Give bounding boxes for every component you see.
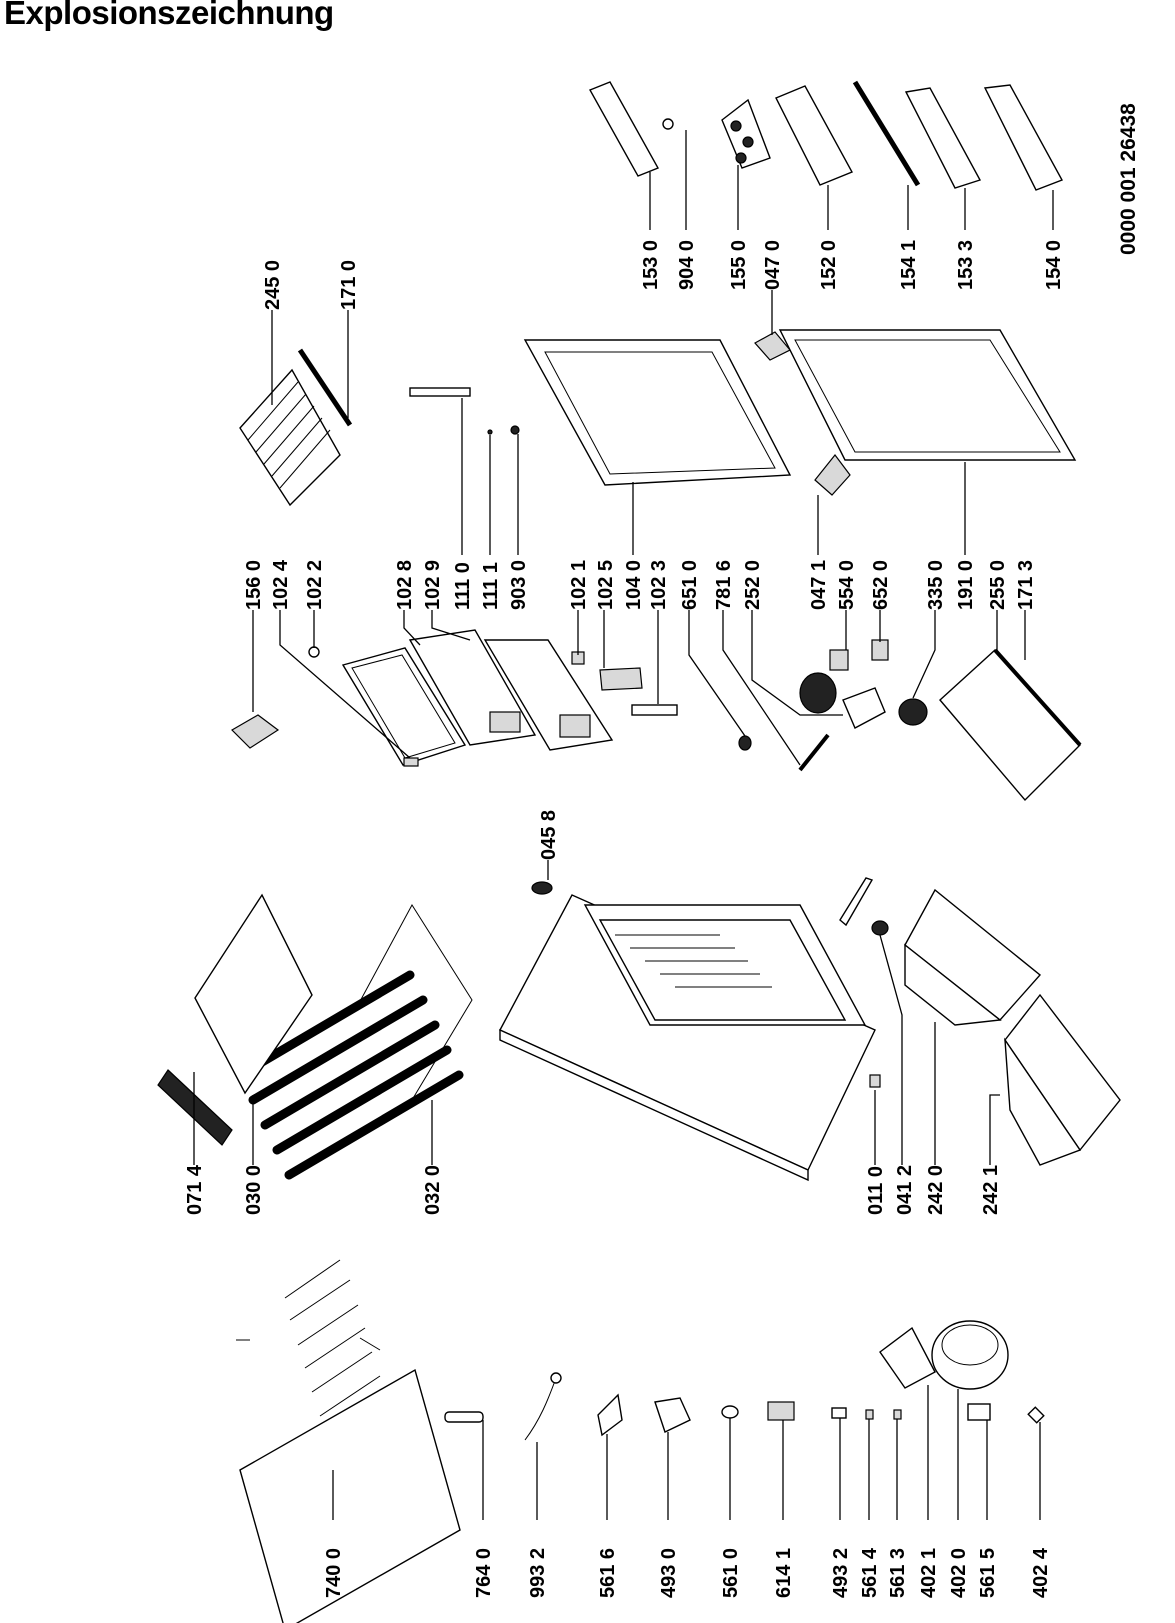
- hinge-0412: [839, 877, 889, 936]
- label-9030: 903 0: [508, 560, 530, 610]
- door-hinge-0471: [754, 331, 851, 496]
- label-1111: 111 1: [480, 562, 502, 610]
- label-1025: 102 5: [595, 560, 617, 610]
- sensor-651-781: [738, 733, 830, 772]
- label-1520: 152 0: [818, 240, 840, 290]
- label-0458: 045 8: [538, 810, 560, 860]
- door-bins: [589, 80, 1063, 191]
- freezer-flap-102: [308, 629, 614, 767]
- clip-5610: [721, 1405, 739, 1419]
- label-1540: 154 0: [1043, 240, 1065, 290]
- label-4930: 493 0: [658, 1548, 680, 1598]
- label-1541: 154 1: [898, 240, 920, 290]
- label-1029: 102 9: [422, 560, 444, 610]
- freezer-shelf-245: [239, 348, 353, 507]
- label-6520: 652 0: [870, 560, 892, 610]
- ventilation-grille-071: [157, 1069, 233, 1146]
- label-2421: 242 1: [980, 1165, 1002, 1215]
- label-2420: 242 0: [925, 1165, 947, 1215]
- label-2450: 245 0: [262, 260, 284, 310]
- filter-drier-764: [444, 1411, 484, 1423]
- small-parts-493-561: [831, 1407, 902, 1420]
- condenser-740: [235, 970, 464, 1623]
- label-0300: 030 0: [243, 1165, 265, 1215]
- label-1022: 102 2: [304, 560, 326, 610]
- glass-shelf-255: [939, 648, 1082, 802]
- cover-4930: [654, 1397, 691, 1433]
- label-0412: 041 2: [894, 1165, 916, 1215]
- label-1560: 156 0: [243, 560, 265, 610]
- crisper-242: [904, 888, 1121, 1166]
- label-1710: 171 0: [338, 260, 360, 310]
- label-6141: 614 1: [773, 1548, 795, 1598]
- foot-0458: [531, 881, 553, 895]
- document-number: 0000 001 26438: [1117, 103, 1140, 255]
- part-labels: 071 4 030 0 032 0 011 0 041 2 242 0 242 …: [184, 103, 1140, 1598]
- label-1023: 102 3: [648, 560, 670, 610]
- label-0110: 011 0: [865, 1166, 887, 1215]
- label-4024: 402 4: [1030, 1547, 1052, 1598]
- label-0320: 032 0: [422, 1165, 444, 1215]
- label-9932: 993 2: [527, 1548, 549, 1598]
- label-9040: 904 0: [676, 240, 698, 290]
- label-4021: 402 1: [918, 1548, 940, 1598]
- label-2550: 255 0: [987, 560, 1009, 610]
- label-1910: 191 0: [955, 560, 977, 610]
- label-5614: 561 4: [859, 1547, 881, 1598]
- label-6510: 651 0: [679, 560, 701, 610]
- label-4932: 493 2: [830, 1548, 852, 1598]
- page-title: Explosionszeichnung: [4, 0, 334, 31]
- label-7640: 764 0: [473, 1548, 495, 1598]
- freezer-door-104: [409, 339, 792, 486]
- relay-6141: [767, 1401, 795, 1421]
- label-1713: 171 3: [1015, 560, 1037, 610]
- small-parts-1021-1025-1023: [571, 651, 678, 716]
- label-1040: 104 0: [623, 560, 645, 610]
- cabinet-body: [499, 894, 881, 1182]
- label-1110: 111 0: [452, 562, 474, 610]
- fridge-door-191: [778, 329, 1077, 461]
- label-1024: 102 4: [270, 559, 292, 610]
- thermostat-knob-and-light-252: [799, 639, 928, 729]
- label-1550: 155 0: [728, 240, 750, 290]
- label-5613: 561 3: [887, 1548, 909, 1598]
- label-1530: 153 0: [640, 240, 662, 290]
- label-5540: 554 0: [836, 560, 858, 610]
- label-3350: 335 0: [925, 560, 947, 610]
- label-1533: 153 3: [955, 240, 977, 290]
- label-7816: 781 6: [713, 560, 735, 610]
- label-1021: 102 1: [568, 560, 590, 610]
- label-1028: 102 8: [394, 560, 416, 610]
- label-5610: 561 0: [720, 1548, 742, 1598]
- label-5616: 561 6: [597, 1548, 619, 1598]
- label-0471: 047 1: [808, 560, 830, 610]
- label-0470: 047 0: [762, 240, 784, 290]
- egg-tray-156: [231, 714, 280, 749]
- compressor-402: [879, 1320, 1045, 1424]
- label-5615: 561 5: [977, 1548, 999, 1598]
- label-2520: 252 0: [742, 560, 764, 610]
- cable-993: [524, 1372, 562, 1441]
- label-4020: 402 0: [948, 1548, 970, 1598]
- frame-032: [357, 904, 473, 1101]
- bracket-5616: [597, 1393, 623, 1437]
- label-7400: 740 0: [323, 1548, 345, 1598]
- leader-lines: [193, 130, 1054, 1520]
- label-0714: 071 4: [184, 1164, 206, 1215]
- worktop-panel-030: [194, 893, 313, 1095]
